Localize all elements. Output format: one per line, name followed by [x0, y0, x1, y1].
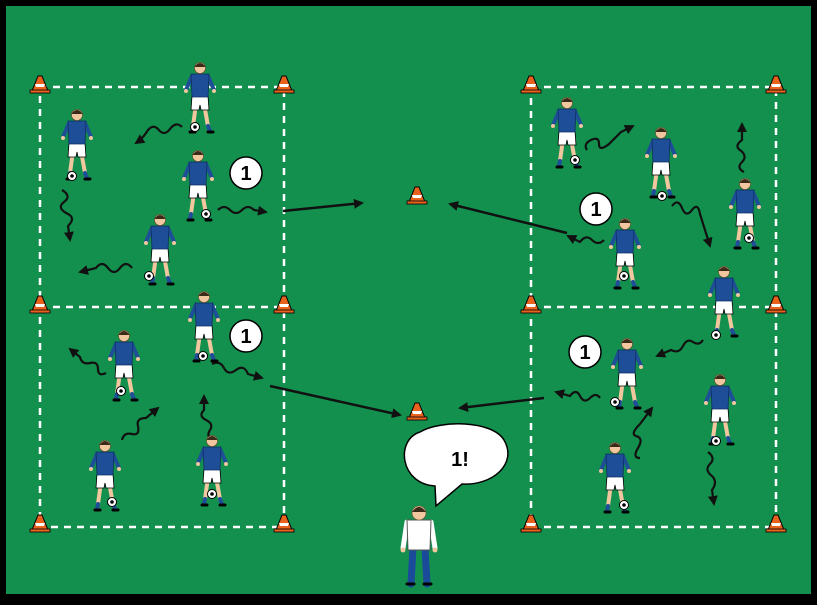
dribble-arrows: [59, 122, 747, 506]
ball-icon: [610, 397, 620, 407]
ball-icon: [657, 191, 667, 201]
badge-label: 1: [590, 199, 601, 221]
ball-icon: [116, 386, 126, 396]
pitch: [6, 6, 811, 594]
ball-icon: [570, 155, 580, 165]
ball-icon: [207, 489, 217, 499]
ball-icon: [744, 233, 754, 243]
speech-bubble-icon: 1!: [403, 423, 509, 508]
badge-label: 1: [240, 163, 251, 185]
group-badges: 1 1 1 1: [229, 156, 613, 369]
ball-icon: [144, 271, 154, 281]
ball-icon: [711, 436, 721, 446]
ball-icon: [190, 122, 200, 132]
ball-icon: [619, 500, 629, 510]
coach-icon: [400, 505, 438, 588]
badge-label: 1: [240, 326, 251, 348]
ball-icon: [201, 209, 211, 219]
ball-icon: [619, 271, 629, 281]
ball-icon: [198, 351, 208, 361]
ball-icon: [67, 171, 77, 181]
badge-label: 1: [579, 342, 590, 364]
ball-icon: [711, 330, 721, 340]
coach-call-text: 1!: [451, 449, 469, 471]
run-arrows: [269, 198, 568, 419]
ball-icon: [107, 497, 117, 507]
